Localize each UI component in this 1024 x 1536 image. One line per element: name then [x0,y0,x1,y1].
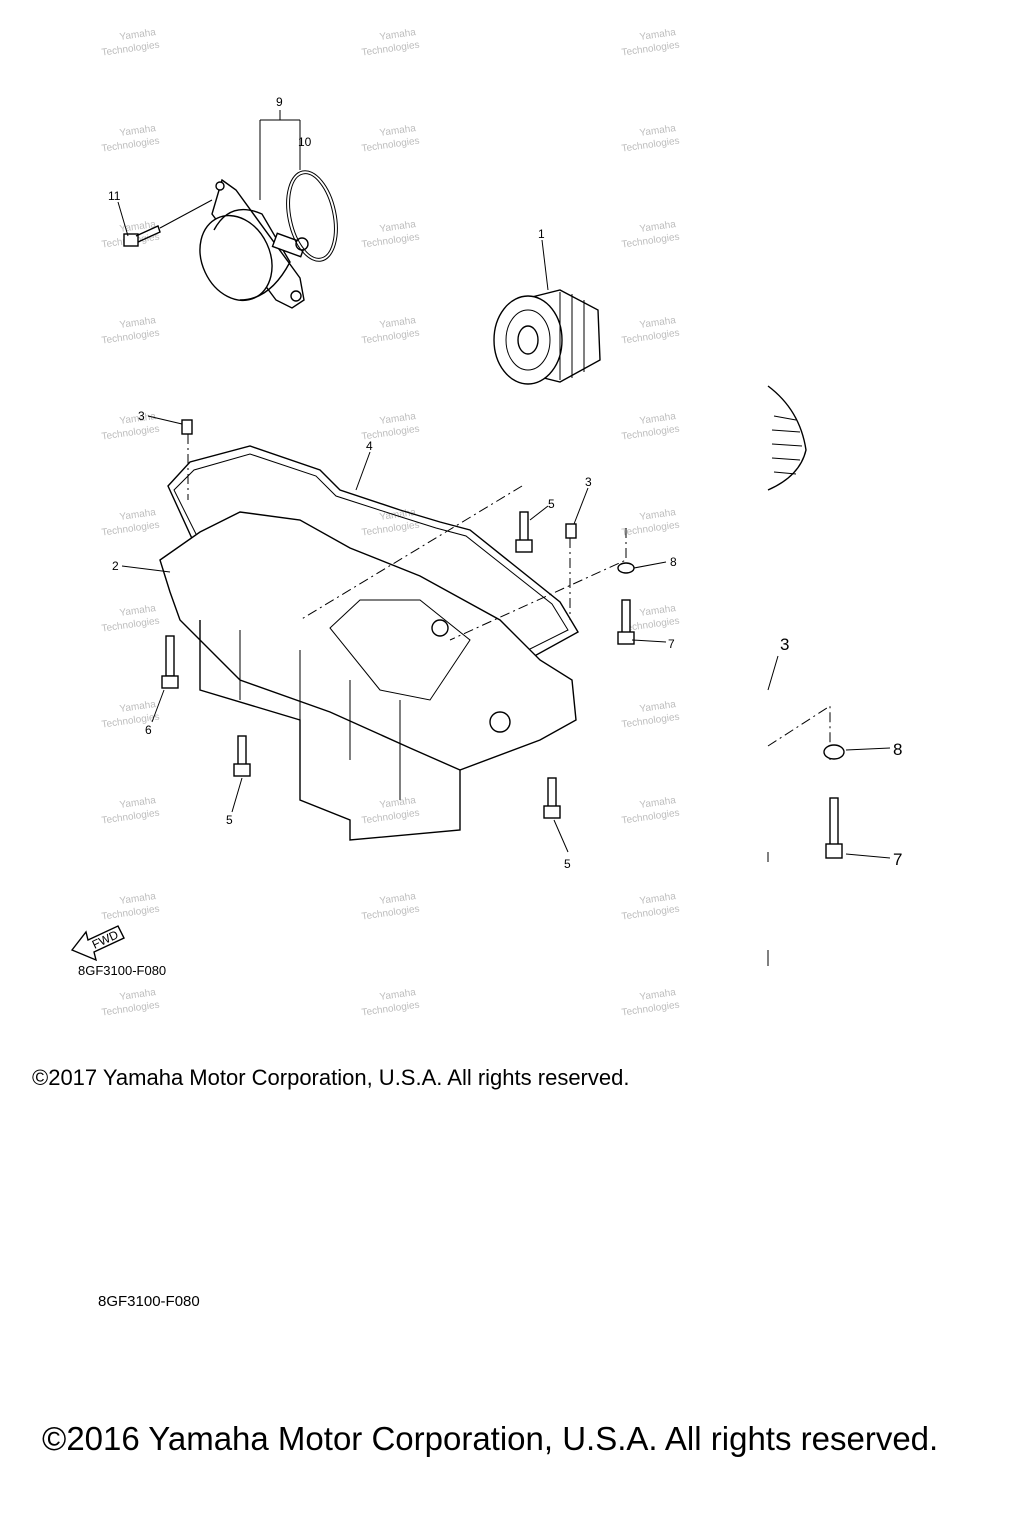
callout-5: 5 [548,497,555,511]
bolt [161,635,179,689]
callout-5: 5 [226,813,233,827]
callout-3: 3 [780,635,789,654]
watermark-text: Technologies [361,136,420,155]
watermark-text: Yamaha [379,27,417,43]
watermark-text: Yamaha [639,699,677,715]
diagram-code: 8GF3100-F080 [98,1293,200,1310]
oil-filter [493,289,601,385]
diagram-code: 8GF3100-F080 [78,963,167,978]
union-bolt [123,199,213,247]
watermark-text: Yamaha [639,795,677,811]
leader-lines [117,110,667,853]
watermark-text: Yamaha [119,411,157,427]
watermark-text: Technologies [621,1000,680,1019]
watermark-text: Technologies [621,40,680,59]
watermark-text: Yamaha [639,411,677,427]
bolt [233,735,251,777]
callout-1: 1 [538,227,545,241]
zoom-fragment [767,385,891,966]
callout-2: 2 [112,559,119,573]
watermark-text: Yamaha [379,795,417,811]
copyright-notice: ©2016 Yamaha Motor Corporation, U.S.A. A… [42,1420,939,1457]
callout-10: 10 [298,135,312,149]
watermark-text: Technologies [621,232,680,251]
watermark-text: Yamaha [379,219,417,235]
watermark-text: Yamaha [119,27,157,43]
watermark-text: Technologies [621,808,680,827]
watermark-text: Yamaha [639,123,677,139]
watermark-text: Technologies [101,424,160,443]
callout-8: 8 [893,740,902,759]
watermark-text: Technologies [621,904,680,923]
watermark-text: Yamaha [639,987,677,1003]
watermark-text: Yamaha [379,891,417,907]
watermark-text: Yamaha [639,315,677,331]
watermark-text: Technologies [361,232,420,251]
callout-5: 5 [564,857,571,871]
fwd-arrow-icon: FWD [70,925,125,962]
watermark-text: Yamaha [379,315,417,331]
watermark-text: Technologies [361,904,420,923]
callout-11: 11 [108,189,121,203]
watermark-text: Yamaha [119,891,157,907]
watermark-text: Technologies [101,616,160,635]
watermark-text: Yamaha [119,699,157,715]
watermark-text: Technologies [101,904,160,923]
oil-pan [159,511,577,841]
watermark-text: Technologies [621,520,680,539]
watermark-text: Technologies [101,328,160,347]
dowel-pin [181,419,193,435]
watermark-text: Technologies [101,520,160,539]
callout-6: 6 [145,723,152,737]
o-ring [286,170,338,262]
callout-4: 4 [366,439,373,453]
watermark-text: Technologies [361,40,420,59]
watermark-text: Technologies [621,136,680,155]
watermark-text: Yamaha [119,315,157,331]
watermark-text: Yamaha [119,795,157,811]
watermark-layer: YamahaTechnologiesYamahaTechnologiesYama… [101,27,680,1019]
watermark-text: Technologies [361,808,420,827]
callout-7: 7 [893,850,902,869]
watermark-text: Technologies [621,424,680,443]
watermark-text: Technologies [361,328,420,347]
watermark-text: Yamaha [119,987,157,1003]
watermark-text: Yamaha [639,603,677,619]
watermark-text: Yamaha [119,123,157,139]
bolt [617,599,635,645]
svg-text:FWD: FWD [90,927,121,951]
bolt [515,511,533,553]
watermark-text: Technologies [101,136,160,155]
watermark-text: Yamaha [379,123,417,139]
watermark-text: Yamaha [639,507,677,523]
watermark-text: Yamaha [639,27,677,43]
watermark-text: Technologies [361,1000,420,1019]
callout-9: 9 [276,95,283,109]
watermark-text: Technologies [621,712,680,731]
callout-8: 8 [670,555,677,569]
callout-3: 3 [585,475,592,489]
watermark-text: Technologies [101,40,160,59]
copyright-notice: ©2017 Yamaha Motor Corporation, U.S.A. A… [32,1065,630,1090]
callout-3: 3 [138,409,145,423]
watermark-text: Yamaha [639,219,677,235]
callout-7: 7 [668,637,675,651]
watermark-text: Technologies [361,520,420,539]
watermark-text: Technologies [101,1000,160,1019]
bolt [543,777,561,819]
watermark-text: Yamaha [379,987,417,1003]
washer [617,562,635,574]
dowel-pin [565,523,577,539]
watermark-text: Technologies [621,328,680,347]
watermark-text: Yamaha [119,507,157,523]
watermark-text: Yamaha [379,411,417,427]
watermark-text: Yamaha [119,603,157,619]
watermark-text: Technologies [101,808,160,827]
watermark-text: Yamaha [639,891,677,907]
